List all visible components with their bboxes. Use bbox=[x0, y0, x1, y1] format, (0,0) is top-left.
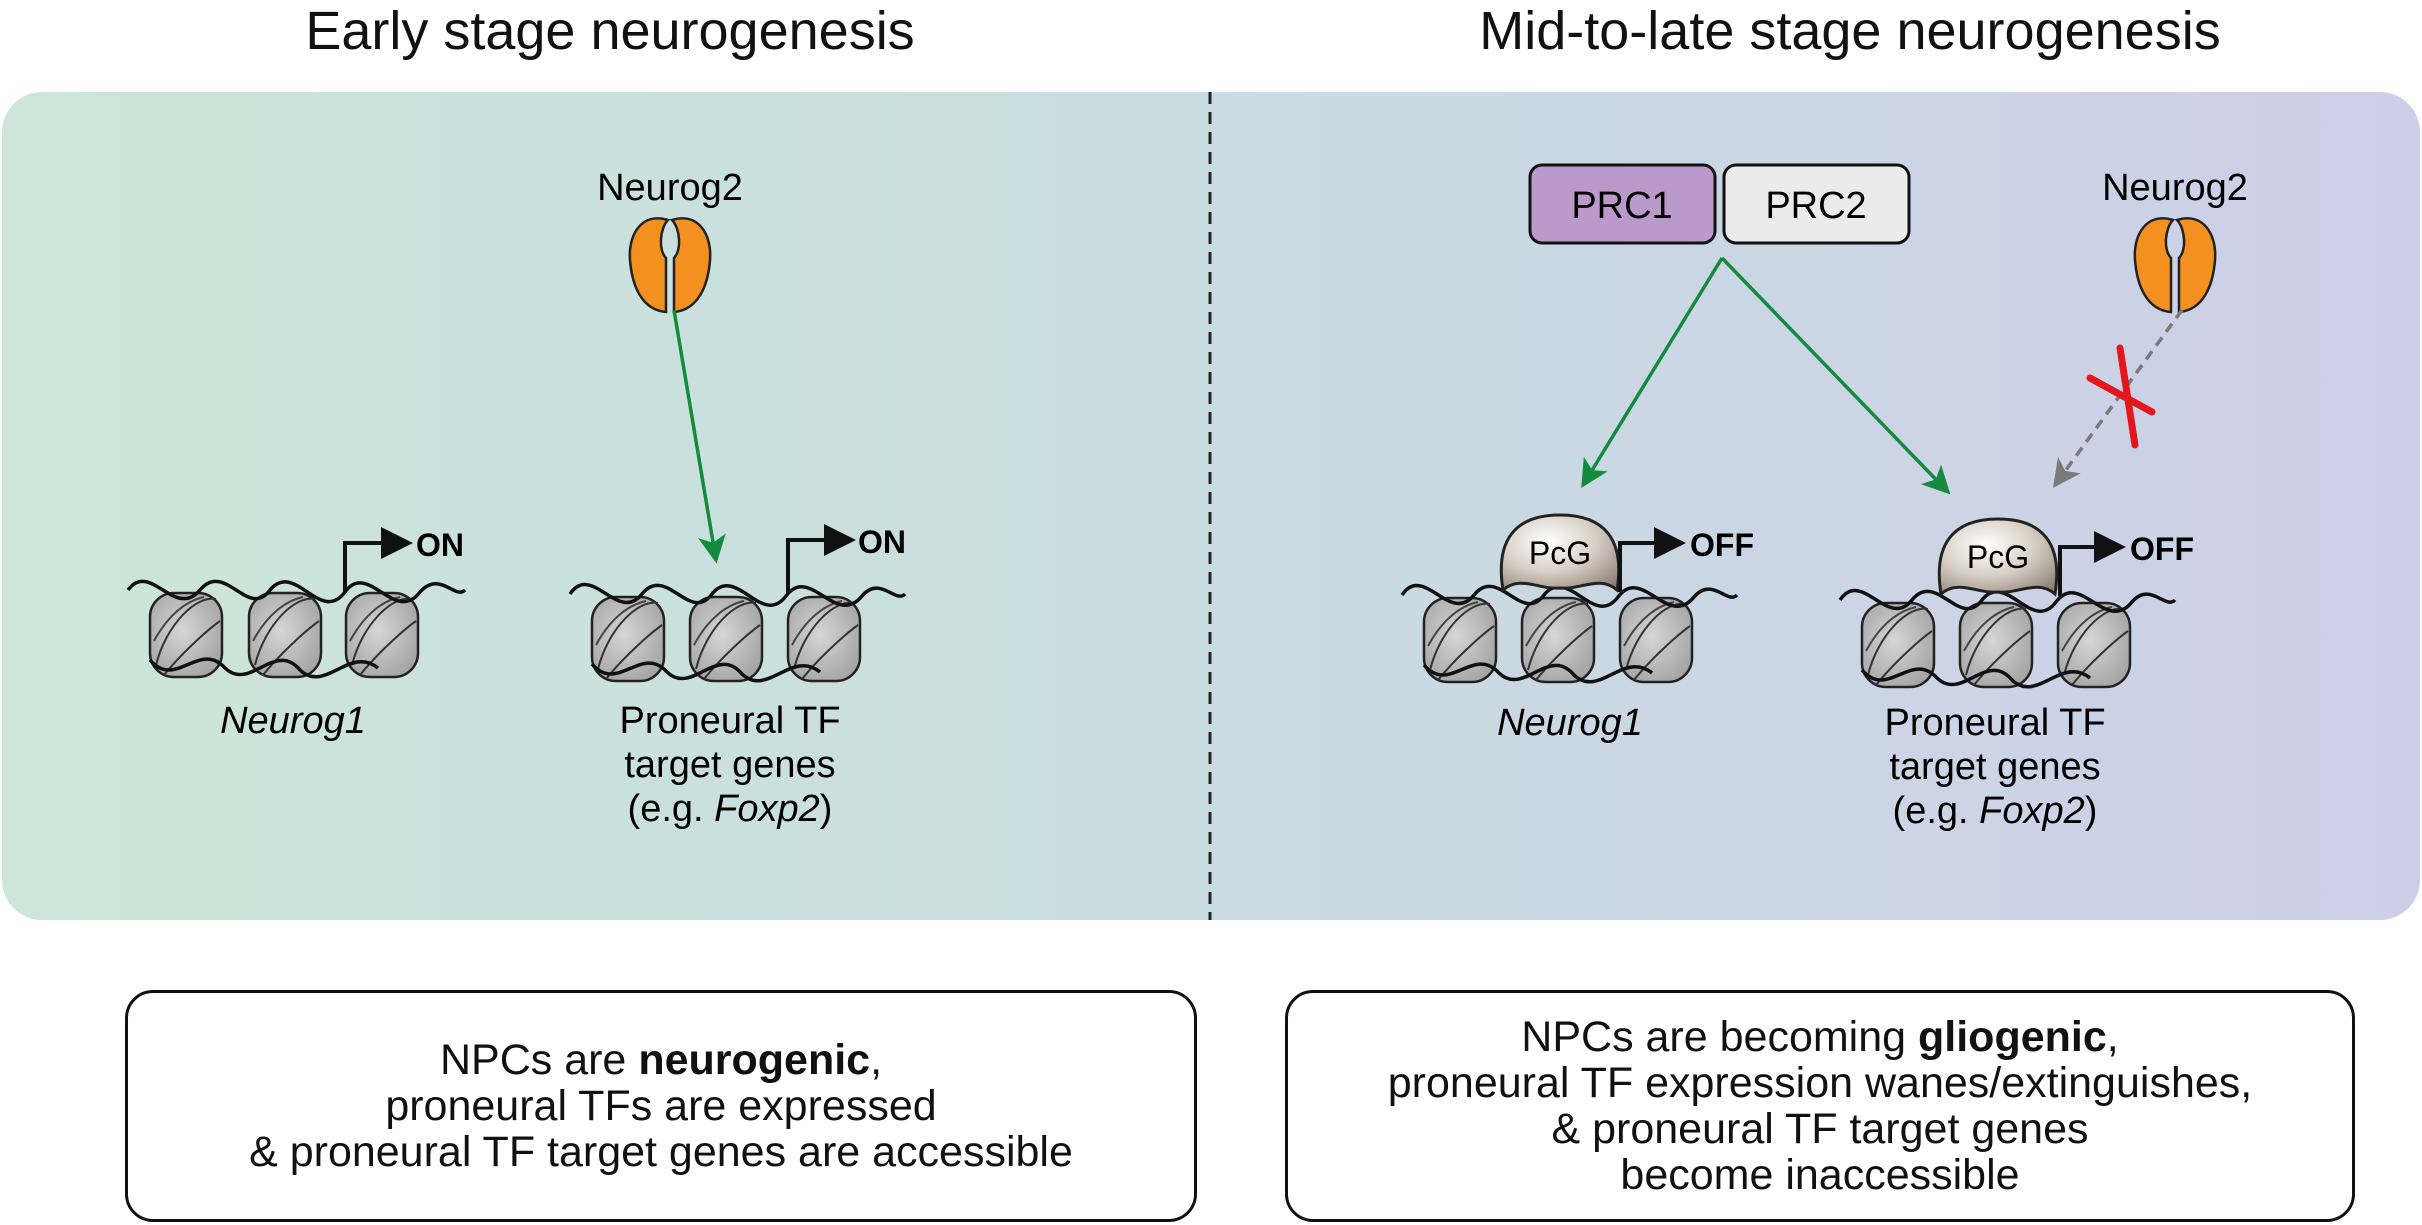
prc1-label: PRC1 bbox=[1571, 185, 1672, 227]
right-target-label-line2: target genes bbox=[1889, 746, 2100, 788]
right-neurog1-state: OFF bbox=[1690, 527, 1754, 563]
left-target-chromatin bbox=[568, 582, 907, 683]
right-summary-line2: proneural TF expression wanes/extinguish… bbox=[1387, 1059, 2253, 1107]
left-summary-box: NPCs are neurogenic, proneural TFs are e… bbox=[125, 990, 1197, 1222]
right-panel-heading: Mid-to-late stage neurogenesis bbox=[1479, 1, 2221, 61]
left-summary-line2: proneural TFs are expressed bbox=[385, 1082, 937, 1130]
right-target-pcg: PcG bbox=[1937, 517, 2059, 597]
panel-background bbox=[2, 92, 2420, 920]
left-neurog2: Neurog2 bbox=[597, 167, 743, 314]
prc2-box: PRC2 bbox=[1722, 163, 1911, 245]
right-target-tss-arrow bbox=[2058, 531, 2126, 596]
left-neurog1-tss-arrow bbox=[343, 527, 413, 593]
right-neurog1-tss-arrow bbox=[1618, 527, 1686, 592]
left-target-label-example: (e.g. Foxp2) bbox=[628, 788, 833, 830]
right-summary-line1: NPCs are becoming gliogenic, bbox=[1521, 1013, 2119, 1061]
block-cross-mark bbox=[2086, 344, 2156, 449]
prc1-box: PRC1 bbox=[1528, 163, 1717, 245]
right-target-label-line1: Proneural TF bbox=[1884, 702, 2105, 744]
right-target-label-example: (e.g. Foxp2) bbox=[1893, 790, 2098, 832]
right-neurog1-pcg-label: PcG bbox=[1529, 535, 1591, 571]
left-target-tss-arrow bbox=[786, 524, 856, 594]
right-neurog1-chromatin bbox=[1400, 583, 1739, 684]
right-target-pcg-label: PcG bbox=[1967, 539, 2029, 575]
left-neurog1-state: ON bbox=[416, 527, 464, 563]
right-target-state: OFF bbox=[2130, 531, 2194, 567]
left-activation-arrow bbox=[672, 309, 726, 564]
left-neurog1-label: Neurog1 bbox=[220, 700, 366, 742]
left-target-label-line1: Proneural TF bbox=[619, 700, 840, 742]
left-target-state: ON bbox=[858, 524, 906, 560]
prc-to-target-arrow bbox=[1720, 256, 1951, 495]
left-neurog1-chromatin bbox=[126, 579, 467, 679]
left-summary-line3: & proneural TF target genes are accessib… bbox=[249, 1128, 1073, 1176]
left-neurog2-label: Neurog2 bbox=[597, 167, 743, 209]
right-summary-box: NPCs are becoming gliogenic, proneural T… bbox=[1285, 990, 2355, 1222]
right-target-chromatin bbox=[1838, 588, 2177, 689]
left-summary-line1: NPCs are neurogenic, bbox=[439, 1036, 883, 1084]
right-neurog2-label: Neurog2 bbox=[2102, 167, 2248, 209]
right-summary-line4: become inaccessible bbox=[1620, 1151, 2020, 1199]
right-neurog2: Neurog2 bbox=[2102, 167, 2248, 314]
left-target-label-line2: target genes bbox=[624, 744, 835, 786]
right-summary-line3: & proneural TF target genes bbox=[1551, 1105, 2089, 1153]
right-neurog1-label: Neurog1 bbox=[1497, 702, 1643, 744]
neurogenesis-diagram: Neurog2 ON Neurog1 ON Proneural TF targe… bbox=[2, 92, 2420, 920]
prc-to-neurog1-arrow bbox=[1581, 257, 1724, 488]
prc2-label: PRC2 bbox=[1765, 185, 1866, 227]
right-neurog1-pcg: PcG bbox=[1499, 513, 1621, 593]
left-panel-heading: Early stage neurogenesis bbox=[305, 1, 915, 61]
